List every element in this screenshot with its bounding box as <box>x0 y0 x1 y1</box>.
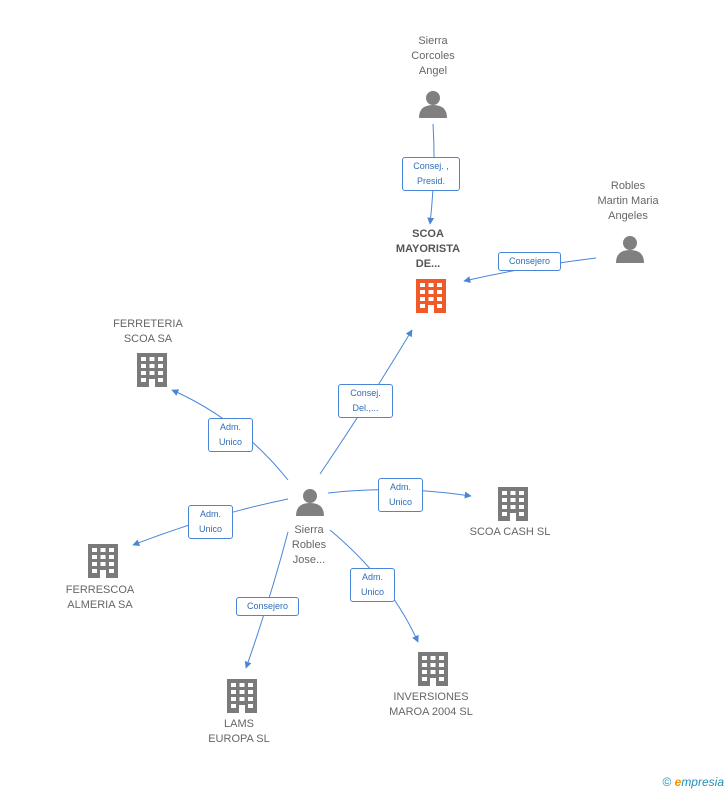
person-icon[interactable] <box>419 91 447 118</box>
node-label-ferrescoa[interactable]: FERRESCOA ALMERIA SA <box>65 584 135 611</box>
edge-label-adm-unico[interactable]: Adm. Unico <box>188 505 233 539</box>
edge-label-adm-unico[interactable]: Adm. Unico <box>350 568 395 602</box>
building-icon[interactable] <box>418 652 448 686</box>
edge-label-adm-unico[interactable]: Adm. Unico <box>378 478 423 512</box>
building-icon[interactable] <box>88 544 118 578</box>
brand-logo-e: e <box>674 775 682 789</box>
copyright-footer: © empresia <box>662 775 724 789</box>
person-icon[interactable] <box>296 489 324 516</box>
node-label-inversiones-maroa[interactable]: INVERSIONES MAROA 2004 SL <box>389 691 473 718</box>
copyright-icon: © <box>662 775 672 789</box>
building-icon[interactable] <box>227 679 257 713</box>
node-label-sierra-corcoles[interactable]: Sierra Corcoles Angel <box>411 35 455 77</box>
node-label-scoa-mayorista[interactable]: SCOA MAYORISTA DE... <box>395 228 461 270</box>
node-label-lams-europa[interactable]: LAMS EUROPA SL <box>208 718 270 745</box>
node-label-ferreteria-scoa[interactable]: FERRETERIA SCOA SA <box>113 318 183 345</box>
building-icon-focus[interactable] <box>416 279 446 313</box>
edge-label-consej-del[interactable]: Consej. Del.,... <box>338 384 393 418</box>
brand-logo-text: mpresia <box>681 775 724 789</box>
edge-label-consejero[interactable]: Consejero <box>236 597 299 616</box>
building-icon[interactable] <box>498 487 528 521</box>
person-icon[interactable] <box>616 236 644 263</box>
building-icon[interactable] <box>137 353 167 387</box>
node-label-scoa-cash[interactable]: SCOA CASH SL <box>469 526 551 538</box>
edge-label-adm-unico[interactable]: Adm. Unico <box>208 418 253 452</box>
edge-label-consej-presid[interactable]: Consej. , Presid. <box>402 157 460 191</box>
node-label-sierra-robles[interactable]: Sierra Robles Jose... <box>291 524 327 566</box>
edge-label-consejero[interactable]: Consejero <box>498 252 561 271</box>
node-label-robles-martin[interactable]: Robles Martin Maria Angeles <box>597 180 659 222</box>
